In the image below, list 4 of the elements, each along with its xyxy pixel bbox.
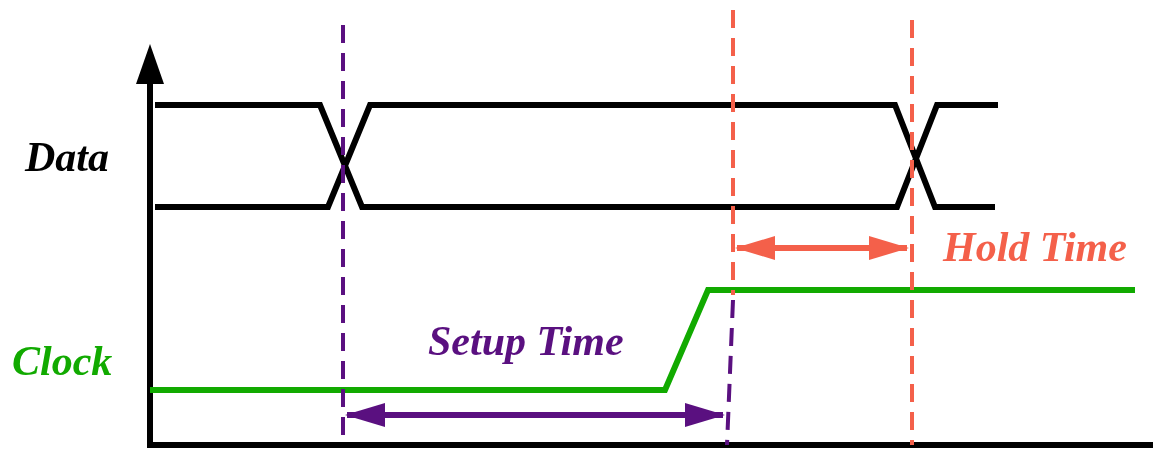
signal-label: Clock [12,340,113,382]
timing-label: Setup Time [428,320,624,362]
signal-label: Data [25,136,109,178]
timing-label: Hold Time [943,226,1127,268]
